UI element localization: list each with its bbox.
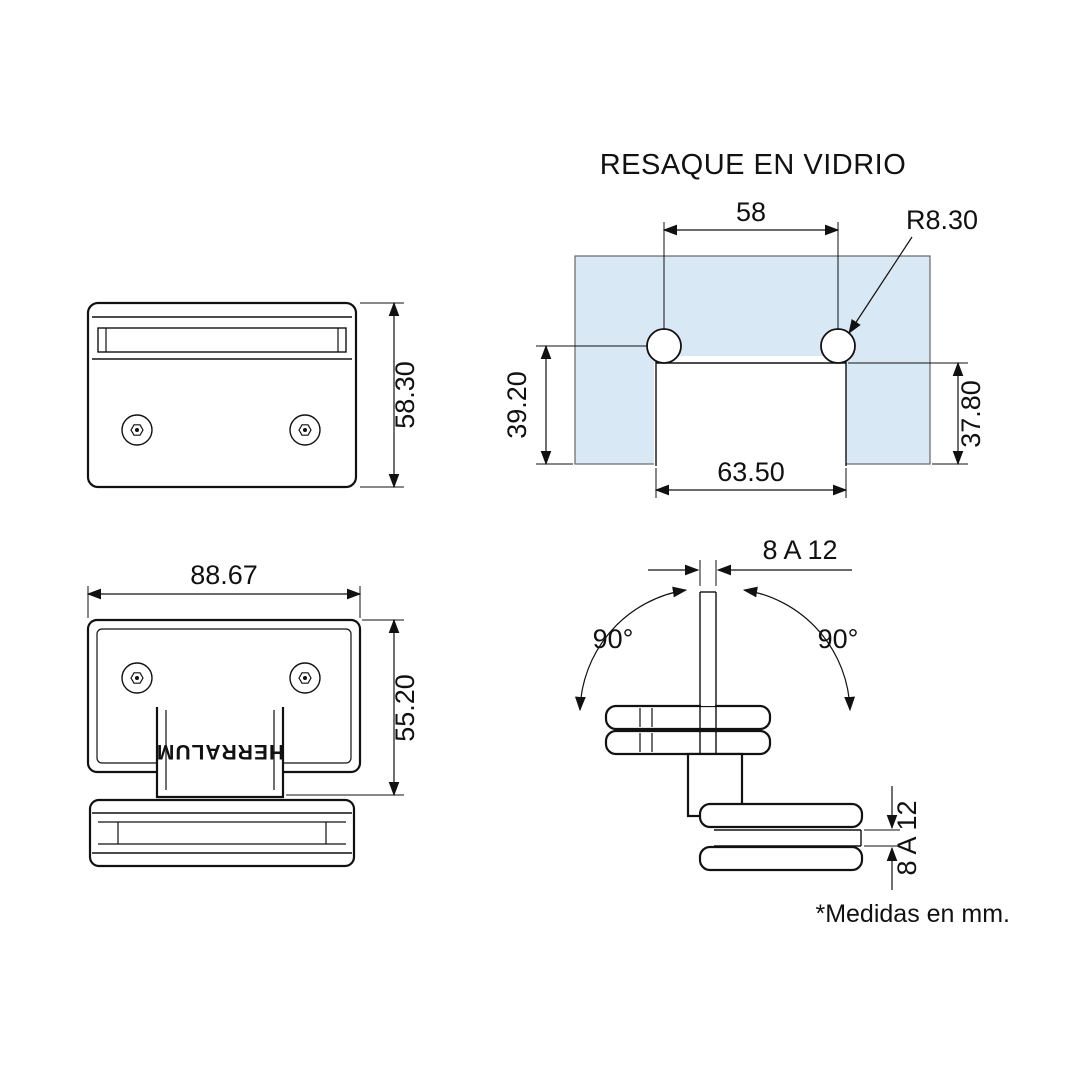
glass-cutout-view: RESAQUE EN VIDRIO 58 R8.30 39.20 <box>502 149 986 498</box>
dim-right-depth: 37.80 <box>848 361 986 466</box>
screw-front-right <box>289 662 321 694</box>
top-view-clamp-plates <box>92 316 352 360</box>
dim-front-width: 88.67 <box>86 560 362 618</box>
cutout-notch <box>646 328 856 466</box>
glass-vertical <box>699 591 717 754</box>
relief-hole-right <box>820 328 856 364</box>
dim-label-r8-30: R8.30 <box>906 205 978 235</box>
angle-label-left: 90° <box>593 624 634 654</box>
dim-glass-thickness-bottom: 8 A 12 <box>864 786 922 890</box>
dim-label-55-20: 55.20 <box>390 674 420 742</box>
side-clamp-lower <box>698 802 864 872</box>
side-view: 90° 90° <box>574 535 922 890</box>
diagram-title: RESAQUE EN VIDRIO <box>600 149 907 181</box>
screw-front-left <box>121 662 153 694</box>
side-clamp-upper <box>604 704 772 756</box>
brand-label: HERRALUM <box>156 740 284 763</box>
swing-arc-left: 90° <box>574 586 688 712</box>
dim-label-8a12-top: 8 A 12 <box>762 535 837 565</box>
dim-notch-width: 63.50 <box>654 457 848 498</box>
dim-label-39-20: 39.20 <box>502 371 532 439</box>
screw-left <box>121 414 153 446</box>
dim-label-58-30: 58.30 <box>390 361 420 429</box>
dim-top-view-height: 58.30 <box>360 301 420 489</box>
dim-label-8a12-right: 8 A 12 <box>892 800 922 875</box>
hinge-knuckle: HERRALUM <box>155 707 285 799</box>
dim-label-37-80: 37.80 <box>956 380 986 448</box>
units-footnote: *Medidas en mm. <box>815 900 1010 928</box>
relief-hole-left <box>646 328 682 364</box>
dim-label-63-50: 63.50 <box>717 457 785 487</box>
dim-left-depth: 39.20 <box>502 344 648 466</box>
top-view: 58.30 <box>86 301 420 489</box>
dim-hole-radius: R8.30 <box>848 205 978 335</box>
dim-label-58: 58 <box>736 197 766 227</box>
dim-front-height: 55.20 <box>286 618 420 797</box>
angle-label-right: 90° <box>818 624 859 654</box>
swing-arc-right: 90° <box>742 586 859 712</box>
top-view-body <box>86 301 358 489</box>
screw-right <box>289 414 321 446</box>
lower-clamp-assembly <box>88 798 356 868</box>
dim-hole-spacing: 58 <box>662 197 840 330</box>
dim-glass-thickness-top: 8 A 12 <box>648 535 852 586</box>
front-view: 88.67 HERRALUM <box>86 560 420 868</box>
dim-label-88-67: 88.67 <box>190 560 258 590</box>
